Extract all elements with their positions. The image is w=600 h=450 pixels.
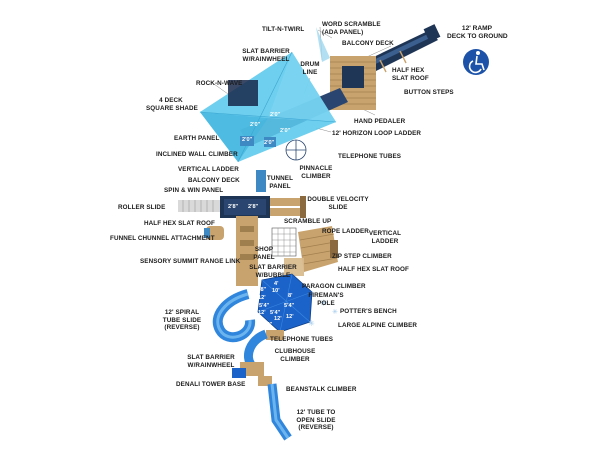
clubhouse-climber	[244, 329, 268, 369]
label-vertical-ladder-left: VERTICAL LADDER	[178, 166, 239, 173]
label-tilt-n-twirl: TILT-N-TWIRL	[262, 26, 305, 33]
label-clubhouse: CLUBHOUSE CLIMBER	[274, 348, 316, 363]
deck-height-shade-b: 2'0"	[250, 122, 261, 128]
deck-height-hex-d: 12'	[258, 295, 266, 301]
label-firemans-pole: FIREMAN'S POLE	[308, 292, 344, 307]
label-slat-barrier-bubble: SLAT BARRIER W/BUBBLE	[249, 264, 297, 279]
deck-height-shade-c: 2'0"	[280, 128, 291, 134]
label-tube-to-open: 12' TUBE TO OPEN SLIDE (REVERSE)	[296, 409, 336, 432]
tunnel-panel	[256, 170, 266, 192]
deck-height-hex-g: 5'4"	[284, 303, 295, 309]
label-rope-ladder: ROPE LADDER	[322, 228, 369, 235]
label-rock-n-wave: ROCK-N-WAVE	[196, 80, 243, 87]
label-word-scramble: WORD SCRAMBLE (ADA PANEL)	[322, 21, 381, 36]
deck-height-hex-a: 4'8"	[256, 287, 267, 293]
deck-height-mid-a: 2'8"	[228, 204, 239, 210]
label-vertical-ladder-right: VERTICAL LADDER	[368, 230, 402, 245]
svg-text:✳: ✳	[332, 308, 338, 316]
deck-height-hex-i: 5'4"	[270, 310, 281, 316]
deck-height-shade-a: 2'0"	[270, 112, 281, 118]
label-potters-bench: POTTER'S BENCH	[340, 308, 397, 315]
potters-bench: ✳ ✳ ✳	[308, 299, 338, 328]
deck-height-hex-c: 10'	[272, 288, 280, 294]
label-slat-barrier-top: SLAT BARRIER W/RAINWHEEL	[242, 48, 290, 63]
deck-height-hex-f: 5'4"	[259, 303, 270, 309]
hex-tower	[257, 273, 313, 333]
beanstalk-climber	[258, 376, 272, 386]
svg-text:✳: ✳	[320, 299, 328, 309]
label-funnel-chunnel: FUNNEL CHUNNEL ATTACHMENT	[110, 235, 215, 242]
tube-to-open-slide	[267, 383, 292, 441]
deck-height-hex-j: 12'	[274, 316, 282, 322]
label-earth-panel: EARTH PANEL	[174, 135, 220, 142]
svg-text:✳: ✳	[308, 319, 315, 328]
label-roller-slide: ROLLER SLIDE	[118, 204, 166, 211]
label-pinnacle: PINNACLE CLIMBER	[299, 165, 333, 180]
label-double-velocity: DOUBLE VELOCITY SLIDE	[307, 196, 369, 211]
label-balcony-deck-mid: BALCONY DECK	[188, 177, 240, 184]
roller-slide	[178, 200, 220, 212]
label-horizon-ladder: 12' HORIZON LOOP LADDER	[332, 130, 422, 137]
tower-trunk	[236, 216, 258, 286]
label-spiral-slide: 12' SPIRAL TUBE SLIDE (REVERSE)	[162, 309, 202, 332]
label-square-shade: 4 DECK SQUARE SHADE	[146, 97, 198, 112]
right-platform	[298, 226, 338, 272]
label-hand-pedaler: HAND PEDALER	[354, 118, 406, 125]
label-inclined-wall: INCLINED WALL CLIMBER	[156, 151, 238, 158]
label-shop-panel: SHOP PANEL	[253, 246, 275, 261]
label-scramble-up: SCRAMBLE UP	[284, 218, 332, 225]
label-beanstalk: BEANSTALK CLIMBER	[286, 386, 357, 393]
label-drum-line: DRUM LINE	[300, 61, 320, 76]
spiral-slide	[212, 289, 255, 343]
deck-height-hex-l: 12'	[286, 314, 294, 320]
label-button-steps: BUTTON STEPS	[404, 89, 454, 96]
double-velocity-slide	[270, 196, 306, 218]
funnel-chunnel	[204, 226, 224, 240]
drum-line	[316, 27, 330, 62]
mid-deck	[220, 196, 270, 218]
label-slat-barrier-bottom: SLAT BARRIER W/RAINWHEEL	[187, 354, 235, 369]
square-shade	[199, 51, 337, 163]
wheelchair-accessible-icon	[463, 49, 489, 75]
label-sensory-summit: SENSORY SUMMIT RANGE LINK	[140, 258, 241, 265]
pinnacle-climber	[285, 139, 307, 161]
telephone-tubes-bottom	[266, 330, 284, 340]
paragon-climber	[284, 258, 304, 276]
label-tunnel-panel: TUNNEL PANEL	[266, 175, 294, 190]
label-denali: DENALI TOWER BASE	[176, 381, 246, 388]
deck-height-hex-e: 8'	[288, 293, 293, 299]
label-half-hex-left: HALF HEX SLAT ROOF	[144, 220, 215, 227]
label-ramp: 12' RAMP DECK TO GROUND	[447, 25, 508, 40]
deck-height-mid-b: 2'8"	[248, 204, 259, 210]
label-telephone-tubes-bottom: TELEPHONE TUBES	[270, 336, 334, 343]
deck-height-hex-b: 4'	[274, 281, 279, 287]
scramble-up	[271, 227, 297, 257]
denali-base	[232, 362, 264, 378]
deck-height-hex-k: 5'4"	[262, 322, 273, 328]
deck-height-shade-e: 2'0"	[264, 140, 275, 146]
label-zip-step: ZIP STEP CLIMBER	[332, 253, 392, 260]
label-large-alpine: LARGE ALPINE CLIMBER	[338, 322, 418, 329]
deck-height-shade-d: 2'0"	[242, 137, 253, 143]
label-paragon: PARAGON CLIMBER	[302, 283, 366, 290]
label-telephone-tubes-top: TELEPHONE TUBES	[338, 153, 402, 160]
label-half-hex-top: HALF HEX SLAT ROOF	[392, 67, 429, 82]
label-half-hex-right: HALF HEX SLAT ROOF	[338, 266, 409, 273]
deck-height-hex-h: 12'	[258, 310, 266, 316]
label-balcony-deck-top: BALCONY DECK	[342, 40, 394, 47]
label-spin-win: SPIN & WIN PANEL	[164, 187, 224, 194]
